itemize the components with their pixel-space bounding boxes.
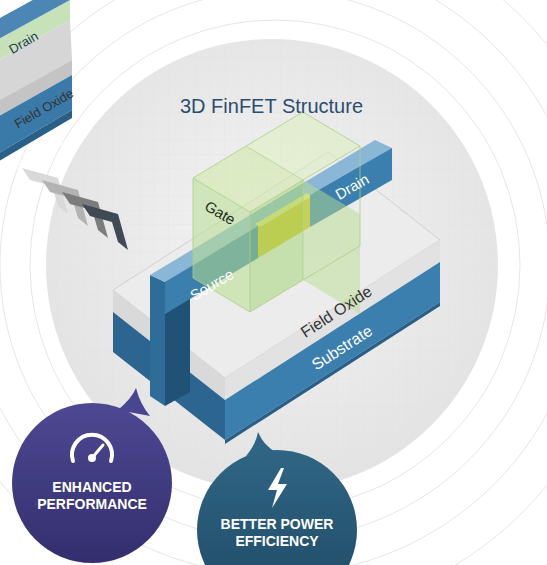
badge-circle: ENHANCED PERFORMANCE — [32, 477, 152, 515]
badge-circle: BETTER POWER EFFICIENCY — [212, 514, 342, 552]
badge-text-wrap: ENHANCED PERFORMANCE — [32, 479, 152, 513]
badge-text-wrap: BETTER POWER EFFICIENCY — [212, 516, 342, 550]
badge-text: ENHANCED PERFORMANCE — [32, 479, 152, 513]
badge-text: BETTER POWER EFFICIENCY — [212, 516, 342, 550]
diagram-title: 3D FinFET Structure — [180, 95, 363, 118]
